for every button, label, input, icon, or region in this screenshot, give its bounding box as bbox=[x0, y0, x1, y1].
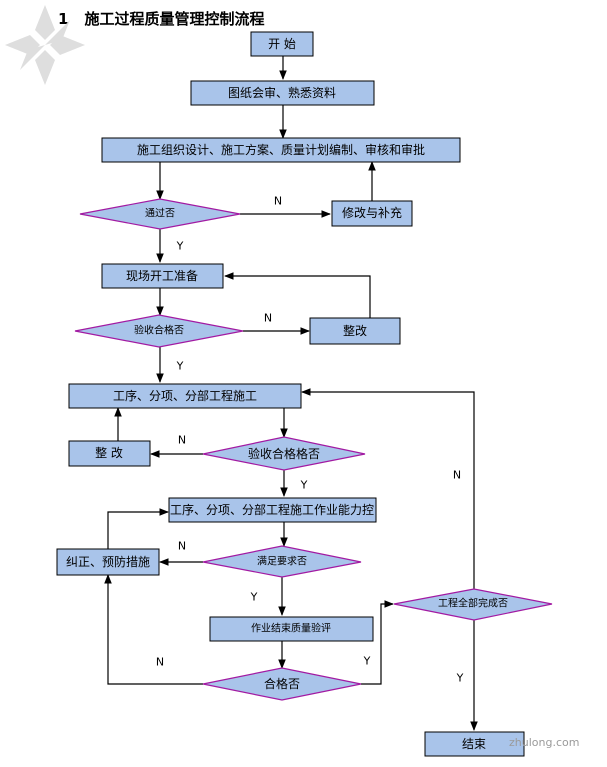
node-accept1: 验收合格否 bbox=[74, 314, 244, 348]
label-y1: Y bbox=[176, 240, 184, 253]
node-start: 开 始 bbox=[250, 31, 314, 57]
node-start-label: 开 始 bbox=[268, 37, 296, 51]
label-y3: Y bbox=[300, 479, 308, 492]
node-rectify1-label: 整改 bbox=[343, 323, 367, 338]
node-review-drawings: 图纸会审、熟悉资料 bbox=[190, 80, 375, 106]
node-plan: 施工组织设计、施工方案、质量计划编制、审核和审批 bbox=[101, 137, 461, 163]
label-n1: N bbox=[274, 195, 282, 208]
node-capability: 工序、分项、分部工程施工作业能力控 bbox=[168, 497, 377, 523]
node-corrective: 纠正、预防措施 bbox=[56, 548, 160, 576]
node-pass1: 通过否 bbox=[79, 198, 241, 230]
node-plan-label: 施工组织设计、施工方案、质量计划编制、审核和审批 bbox=[137, 142, 425, 157]
label-y2: Y bbox=[176, 360, 184, 373]
label-n4: N bbox=[178, 540, 186, 553]
label-n6: N bbox=[453, 469, 461, 482]
node-revise-label: 修改与补充 bbox=[342, 205, 402, 220]
label-n3: N bbox=[178, 434, 186, 447]
edge-alldone-construction bbox=[301, 388, 475, 589]
node-qualified: 合格否 bbox=[202, 667, 362, 701]
title-number: 1 bbox=[58, 10, 69, 28]
label-y4: Y bbox=[250, 591, 258, 604]
edge-labels: N Y N Y N Y N Y N Y N Y bbox=[156, 195, 464, 685]
node-end-label: 结束 bbox=[462, 737, 486, 751]
node-accept2: 验收合格格否 bbox=[202, 436, 366, 471]
node-construction: 工序、分项、分部工程施工 bbox=[68, 383, 302, 409]
edge-corrective-capability bbox=[107, 508, 169, 549]
label-n5: N bbox=[156, 656, 164, 669]
node-accept2-label: 验收合格格否 bbox=[248, 446, 320, 461]
node-revise: 修改与补充 bbox=[331, 200, 413, 227]
node-capability-label: 工序、分项、分部工程施工作业能力控 bbox=[170, 502, 374, 517]
label-y5: Y bbox=[363, 655, 371, 668]
watermark-text: zhulong.com bbox=[509, 736, 580, 749]
node-meet-req: 满足要求否 bbox=[202, 545, 362, 578]
node-rectify2: 整 改 bbox=[68, 440, 151, 467]
node-site-prep: 现场开工准备 bbox=[101, 263, 224, 289]
node-construction-label: 工序、分项、分部工程施工 bbox=[113, 388, 257, 403]
edge-qualified-alldone bbox=[361, 600, 394, 685]
edge-rectify1-siteprep bbox=[224, 272, 371, 318]
node-qualified-label: 合格否 bbox=[264, 676, 300, 691]
edge-qualified-corrective bbox=[104, 574, 203, 685]
node-rectify1: 整改 bbox=[309, 317, 401, 345]
node-rectify2-label: 整 改 bbox=[95, 445, 123, 460]
node-end: 结束 bbox=[424, 731, 525, 757]
node-site-prep-label: 现场开工准备 bbox=[126, 269, 198, 283]
node-all-done-label: 工程全部完成否 bbox=[438, 597, 508, 610]
node-accept1-label: 验收合格否 bbox=[134, 324, 184, 337]
node-corrective-label: 纠正、预防措施 bbox=[66, 554, 150, 569]
node-final-check: 作业结束质量验评 bbox=[209, 616, 374, 642]
watermark-logo-icon bbox=[5, 5, 85, 85]
page-title: 1 施工过程质量管理控制流程 bbox=[58, 8, 264, 29]
label-n2: N bbox=[264, 312, 272, 325]
node-pass1-label: 通过否 bbox=[145, 207, 175, 220]
title-text: 施工过程质量管理控制流程 bbox=[84, 10, 265, 28]
node-final-check-label: 作业结束质量验评 bbox=[251, 622, 331, 635]
node-meet-req-label: 满足要求否 bbox=[257, 556, 307, 568]
label-y6: Y bbox=[456, 672, 464, 685]
connectors bbox=[104, 56, 478, 731]
node-all-done: 工程全部完成否 bbox=[393, 588, 553, 621]
node-review-drawings-label: 图纸会审、熟悉资料 bbox=[228, 85, 336, 100]
